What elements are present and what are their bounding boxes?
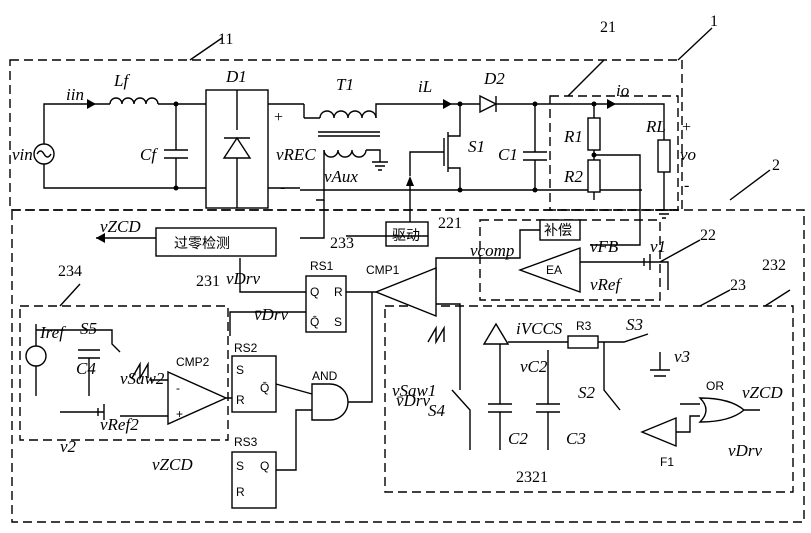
label-s5: S5 <box>80 319 97 338</box>
num-1: 1 <box>710 13 718 30</box>
label-vcomp: vcomp <box>470 241 514 260</box>
label-rl: RL <box>645 117 666 136</box>
num-234: 234 <box>58 263 82 280</box>
label-d1: D1 <box>225 67 247 86</box>
label-driver: 驱动 <box>392 228 420 244</box>
label-zcd-block: 过零检测 <box>174 236 230 252</box>
label-vref2: vRef2 <box>100 415 139 434</box>
label-vin: vin <box>12 145 33 164</box>
label-rs3-q: Q <box>260 459 269 473</box>
label-vref: vRef <box>590 275 622 294</box>
label-rs2-r: R <box>236 393 245 407</box>
label-v1: v1 <box>650 237 666 256</box>
num-21: 21 <box>600 19 616 36</box>
num-2: 2 <box>772 157 780 174</box>
label-c1: C1 <box>498 145 518 164</box>
label-c2: C2 <box>508 429 528 448</box>
label-s1: S1 <box>468 137 485 156</box>
label-rs3: RS3 <box>234 435 258 449</box>
label-il: iL <box>418 77 432 96</box>
label-plus-rec: + <box>274 109 283 126</box>
label-s4: S4 <box>428 401 446 420</box>
label-vzcd-or: vZCD <box>742 383 783 402</box>
label-minus-rec: - <box>280 179 285 196</box>
label-ea: EA <box>546 263 562 277</box>
label-d2: D2 <box>483 69 505 88</box>
label-cf: Cf <box>140 145 158 164</box>
label-ivccs: iVCCS <box>516 319 563 338</box>
label-cmp2: CMP2 <box>176 355 210 369</box>
label-vrec: vREC <box>276 145 316 164</box>
label-r2: R2 <box>563 167 583 186</box>
label-r3: R3 <box>576 319 592 333</box>
num-22: 22 <box>700 227 716 244</box>
label-t1: T1 <box>336 75 354 94</box>
label-rs3-s: S <box>236 459 244 473</box>
label-vzcd-rs3: vZCD <box>152 455 193 474</box>
label-vsaw2: vSaw2 <box>120 369 165 388</box>
label-rs2-s: S <box>236 363 244 377</box>
label-iin: iin <box>66 85 84 104</box>
label-vc2: vC2 <box>520 357 548 376</box>
label-cmp2-minus: - <box>176 381 180 395</box>
num-231: 231 <box>196 273 220 290</box>
label-rs2: RS2 <box>234 341 258 355</box>
label-r1: R1 <box>563 127 583 146</box>
label-minus-out: - <box>684 177 689 194</box>
label-vdrv-bar-2: v̄Drv <box>396 391 430 410</box>
label-vaux: vAux <box>324 167 358 186</box>
label-rs1-q: Q <box>310 285 319 299</box>
label-comp: 补偿 <box>544 223 572 239</box>
num-221: 221 <box>438 215 462 232</box>
label-iref: Iref <box>39 323 66 342</box>
label-rs2-qbar: Q̄ <box>260 381 269 395</box>
num-232: 232 <box>762 257 786 274</box>
num-23: 23 <box>730 277 746 294</box>
label-vzcd-top: vZCD <box>100 217 141 236</box>
label-vdrv-bar-1: v̄Drv <box>254 305 288 324</box>
label-s2: S2 <box>578 383 596 402</box>
label-rs1: RS1 <box>310 259 334 273</box>
label-vdrv-top: vDrv <box>226 269 260 288</box>
label-s3: S3 <box>626 315 643 334</box>
label-vdrv-or: vDrv <box>728 441 762 460</box>
label-f1: F1 <box>660 455 674 469</box>
num-233: 233 <box>330 235 354 252</box>
label-lf: Lf <box>113 71 130 90</box>
label-rs1-qbar: Q̄ <box>310 315 319 329</box>
label-cmp1: CMP1 <box>366 263 400 277</box>
label-vfb: vFB <box>590 237 619 256</box>
label-v2: v2 <box>60 437 77 456</box>
label-c4: C4 <box>76 359 96 378</box>
label-cmp2-plus: + <box>176 407 183 421</box>
label-io: io <box>616 81 629 100</box>
label-v3: v3 <box>674 347 690 366</box>
num-2321: 2321 <box>516 469 548 486</box>
num-11: 11 <box>218 31 233 48</box>
label-and: AND <box>312 369 338 383</box>
label-vo: vo <box>680 145 696 164</box>
label-rs3-r: R <box>236 485 245 499</box>
label-plus-out: + <box>682 119 691 136</box>
label-rs1-s: S <box>334 315 342 329</box>
label-rs1-r: R <box>334 285 343 299</box>
label-or: OR <box>706 379 724 393</box>
label-c3: C3 <box>566 429 586 448</box>
